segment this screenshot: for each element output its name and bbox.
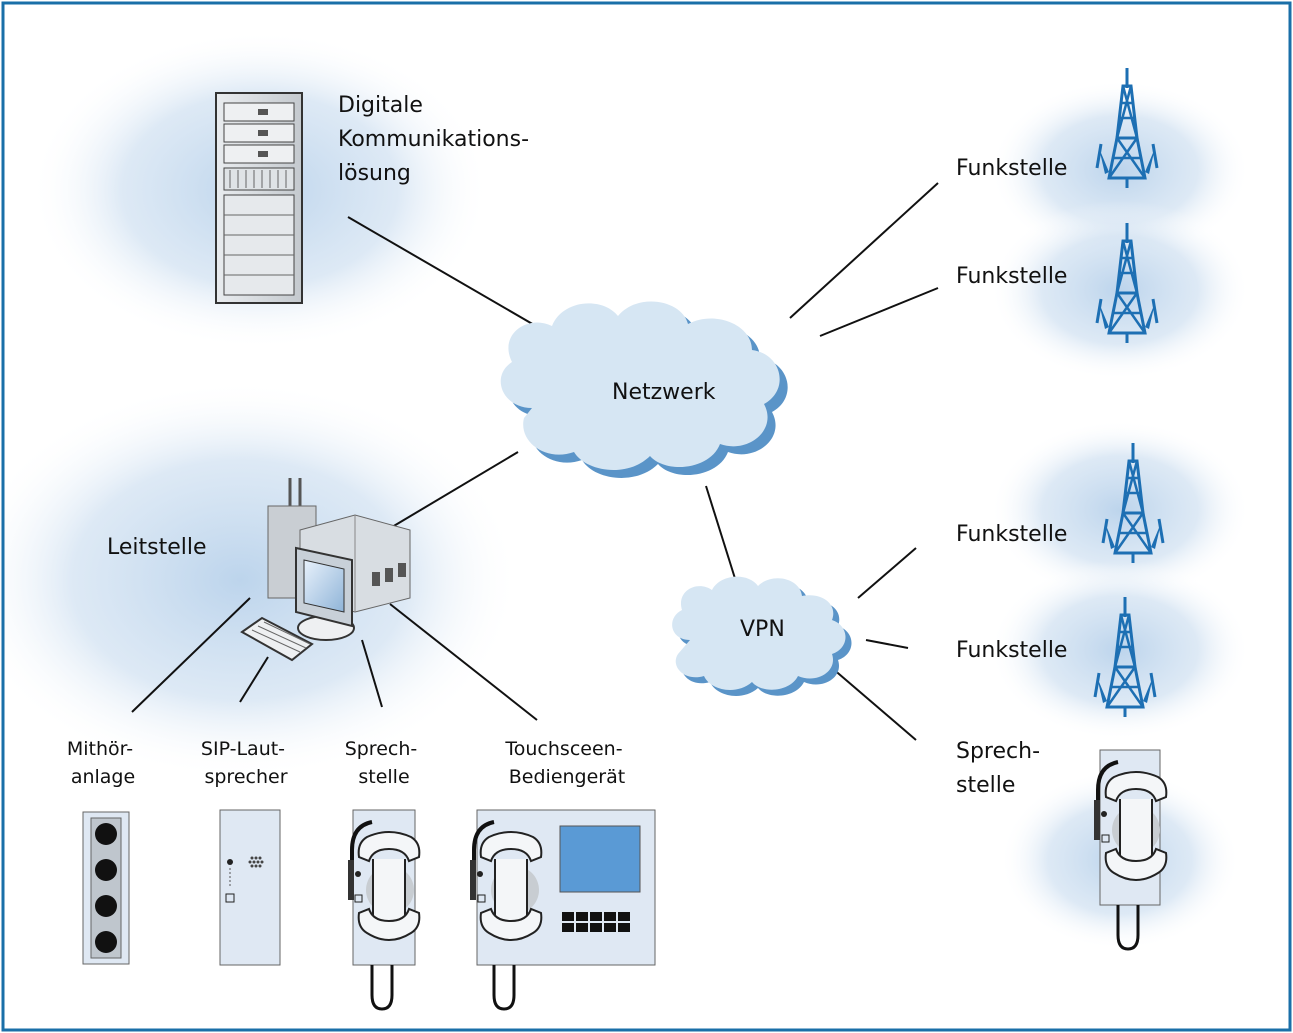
radio-station-label: Funkstelle [956,522,1067,547]
server-label-line-1: Digitale [338,93,423,118]
radio-station-label: Funkstelle [956,264,1067,289]
radio-station-label: Funkstelle [956,638,1067,663]
device-label-listening: Mithör- anlage [67,738,139,788]
server-rack-icon [215,92,303,304]
server-label: Digitale Kommunikations- lösung [338,93,536,186]
radio-station-label: Funkstelle [956,156,1067,181]
vpn-label: VPN [740,617,785,642]
device-label-touchscreen: Touchsceen- Bediengerät [504,738,628,788]
background-halos [0,30,1250,950]
handset-phone-icon [348,809,421,1011]
touchscreen-phone-icon [470,809,656,1011]
device-label-intercom: Sprech- stelle [345,738,424,788]
network-label: Netzwerk [612,380,716,405]
server-label-line-3: lösung [338,161,411,186]
building-computer-icon [240,478,411,662]
server-label-line-2: Kommunikations- [338,127,529,152]
network-cloud-icon [500,301,788,478]
connection-lines [131,182,939,741]
vpn-cloud-icon [672,576,852,696]
device-label-sip-speaker: SIP-Laut- sprecher [201,738,291,788]
speaker-panel-icon [82,811,130,965]
remote-station-label: Sprech- stelle [956,739,1047,798]
control-center-label: Leitstelle [107,535,207,560]
handset-phone-icon [1094,749,1168,951]
sip-speaker-icon [219,809,281,966]
